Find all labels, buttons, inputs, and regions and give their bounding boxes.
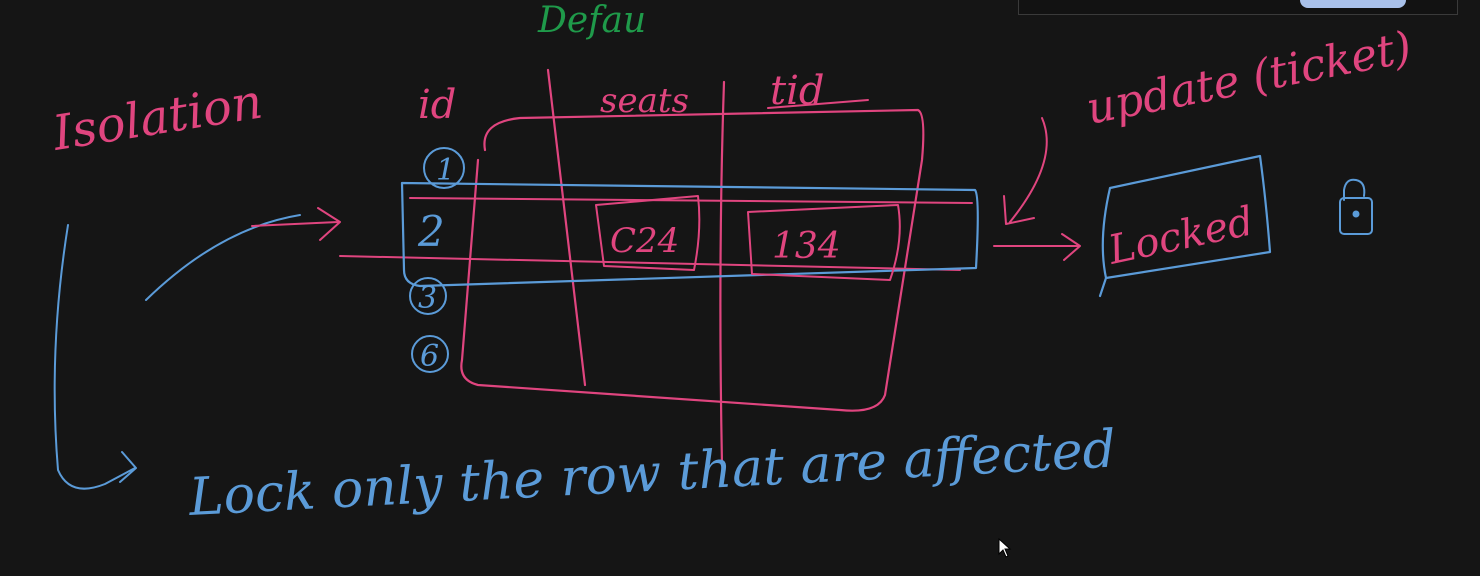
tid-cell-value: 134 [772,226,841,267]
annotation-arrow [1003,117,1048,225]
tid-cell-box [747,204,901,281]
cursor-icon [998,538,1012,558]
column-divider-1 [546,68,587,387]
header-seats: seats [600,81,689,121]
locked-box [1098,154,1272,298]
header-id: id [418,82,456,128]
row-line-top [409,197,973,204]
locked-arrow [993,233,1081,261]
row-id-1-circle [423,147,465,189]
pointer-arrow [251,207,341,241]
footnote-text: Lock only the row that are affected [187,420,1118,529]
row-id-3-circle [409,277,447,315]
header-top-text: Defau [537,0,646,41]
row-id-1: 1 [436,153,455,188]
row-id-6: 6 [420,339,439,374]
header-tid-underline [767,99,869,109]
top-toolbar-button[interactable] [1300,0,1406,8]
row-line-bottom [339,255,961,271]
title-text: Isolation [48,74,266,162]
pointer-curve [145,214,301,301]
seat-cell-value: C24 [610,221,679,261]
locked-label: Locked [1104,198,1258,274]
highlighted-row-box [400,181,979,288]
column-divider-2 [719,80,726,467]
lock-icon [1339,178,1373,235]
row-id-3: 3 [418,281,437,316]
seat-cell-box [595,195,701,271]
row-id-6-circle [411,335,449,373]
footnote-arrow [53,224,137,490]
annotation-text: update (ticket) [1082,22,1415,135]
table-outline [460,108,925,412]
row-id-2: 2 [417,207,445,256]
